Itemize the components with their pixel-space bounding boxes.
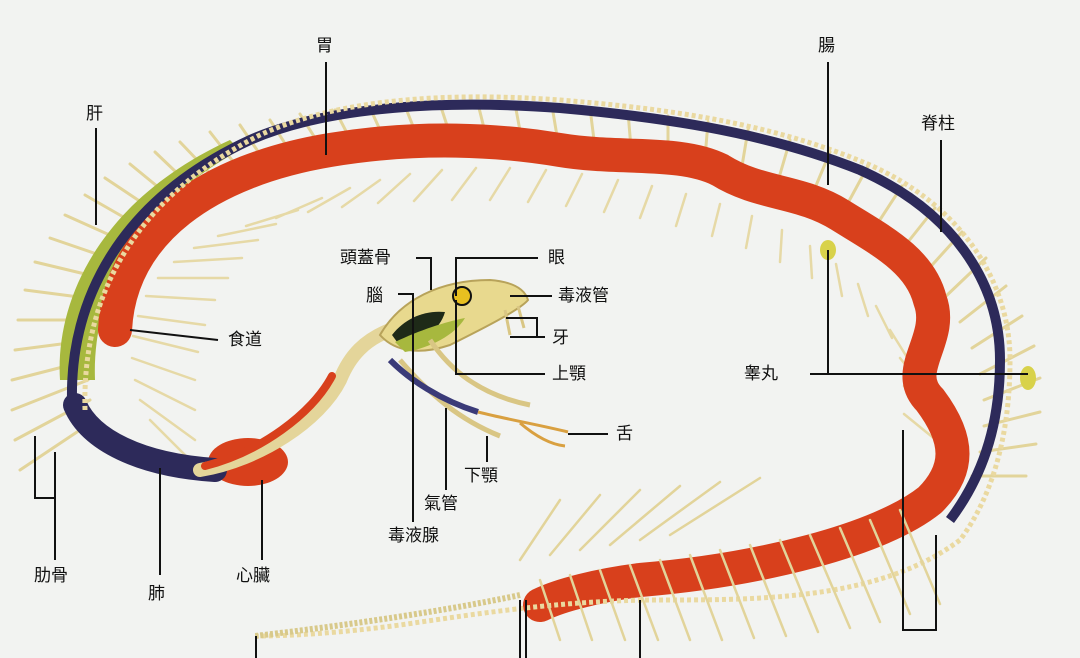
label-upper-jaw: 上顎 bbox=[552, 364, 586, 384]
label-liver: 肝 bbox=[86, 104, 103, 124]
label-ribs: 肋骨 bbox=[34, 566, 68, 586]
leader-brain bbox=[398, 293, 414, 320]
leader-esophagus bbox=[129, 329, 219, 341]
neck-gut bbox=[201, 372, 336, 470]
leader-skull bbox=[416, 257, 432, 290]
eye-shape bbox=[452, 286, 472, 306]
leader-ribs bbox=[34, 436, 56, 560]
vertebral-column bbox=[82, 94, 1013, 639]
label-heart: 心臟 bbox=[236, 566, 270, 586]
label-lung: 肺 bbox=[148, 584, 165, 604]
label-fang: 牙 bbox=[552, 328, 569, 348]
gut-shape bbox=[98, 123, 970, 622]
leader-fang bbox=[506, 317, 545, 338]
label-esophagus: 食道 bbox=[228, 330, 262, 350]
label-lower-jaw: 下顎 bbox=[464, 466, 498, 486]
trachea-shape bbox=[387, 357, 479, 415]
leader-bottom-right bbox=[902, 430, 937, 631]
leader-eye bbox=[455, 257, 538, 296]
tongue-shape bbox=[477, 410, 569, 448]
label-stomach: 胃 bbox=[316, 36, 333, 56]
inner-rib-fan bbox=[130, 166, 938, 472]
testis-right-shape bbox=[1020, 366, 1036, 390]
lung-band bbox=[63, 393, 227, 482]
neck bbox=[193, 323, 397, 477]
leader-testis bbox=[810, 250, 1028, 375]
label-testis: 睾丸 bbox=[744, 364, 778, 384]
label-venom-gland: 毒液腺 bbox=[388, 526, 439, 546]
lower-jaw-shape bbox=[398, 358, 501, 439]
upper-jaw-shape bbox=[427, 338, 531, 408]
leader-upper-jaw bbox=[455, 300, 545, 375]
lower-rib-fan bbox=[518, 476, 942, 642]
label-eye: 眼 bbox=[548, 248, 565, 268]
leader-bottom-mid bbox=[519, 600, 527, 658]
label-trachea: 氣管 bbox=[424, 494, 458, 514]
label-skull: 頭蓋骨 bbox=[340, 248, 391, 268]
label-tongue: 舌 bbox=[616, 424, 633, 444]
spine-band bbox=[66, 99, 1006, 523]
label-venom-duct: 毒液管 bbox=[558, 286, 609, 306]
label-intestine: 腸 bbox=[818, 36, 835, 56]
tail bbox=[254, 592, 521, 639]
label-brain: 腦 bbox=[366, 286, 383, 306]
label-spine: 脊柱 bbox=[921, 114, 955, 134]
leader-lines bbox=[34, 62, 1028, 658]
